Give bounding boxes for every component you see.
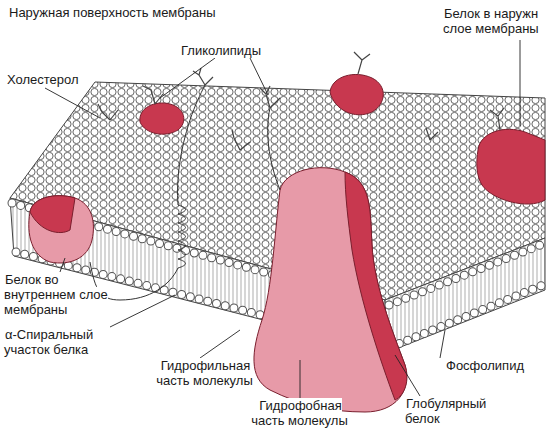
part-label: Гидрофильная часть молекулы — [150, 358, 260, 388]
label-text: Фосфолипид — [445, 358, 525, 373]
label-text: Гидрофильная часть молекулы — [156, 358, 254, 388]
alpha-helix — [90, 85, 280, 300]
label-text: Гидрофобная часть молекулы — [251, 398, 349, 428]
label-text: Наружная поверхность мембраны — [8, 5, 217, 20]
part-label: Белок во внутреннем слое мембраны — [4, 272, 114, 317]
part-label: Фосфолипид — [445, 358, 545, 373]
label-text: α-Спиральный участок белка — [4, 327, 93, 357]
label-text: Холестерол — [6, 72, 80, 87]
proteins — [29, 74, 545, 412]
label-text: Глобулярный белок — [405, 396, 486, 426]
part-label: Гликолипиды — [180, 43, 290, 58]
label-text: Белок во внутреннем слое мембраны — [4, 272, 108, 317]
part-label: α-Спиральный участок белка — [4, 327, 134, 357]
label-text: Белок в наружн слое мембраны — [443, 6, 540, 36]
part-label: Наружная поверхность мембраны — [8, 5, 268, 20]
part-label: Гидрофобная часть молекулы — [240, 398, 360, 428]
part-label: Холестерол — [6, 72, 106, 87]
side-face — [385, 238, 545, 352]
leader-lines — [45, 40, 520, 398]
part-label: Глобулярный белок — [405, 396, 515, 426]
label-text: Гликолипиды — [180, 43, 262, 58]
glycolipids — [98, 52, 504, 150]
part-label: Белок в наружн слое мембраны — [443, 6, 548, 36]
